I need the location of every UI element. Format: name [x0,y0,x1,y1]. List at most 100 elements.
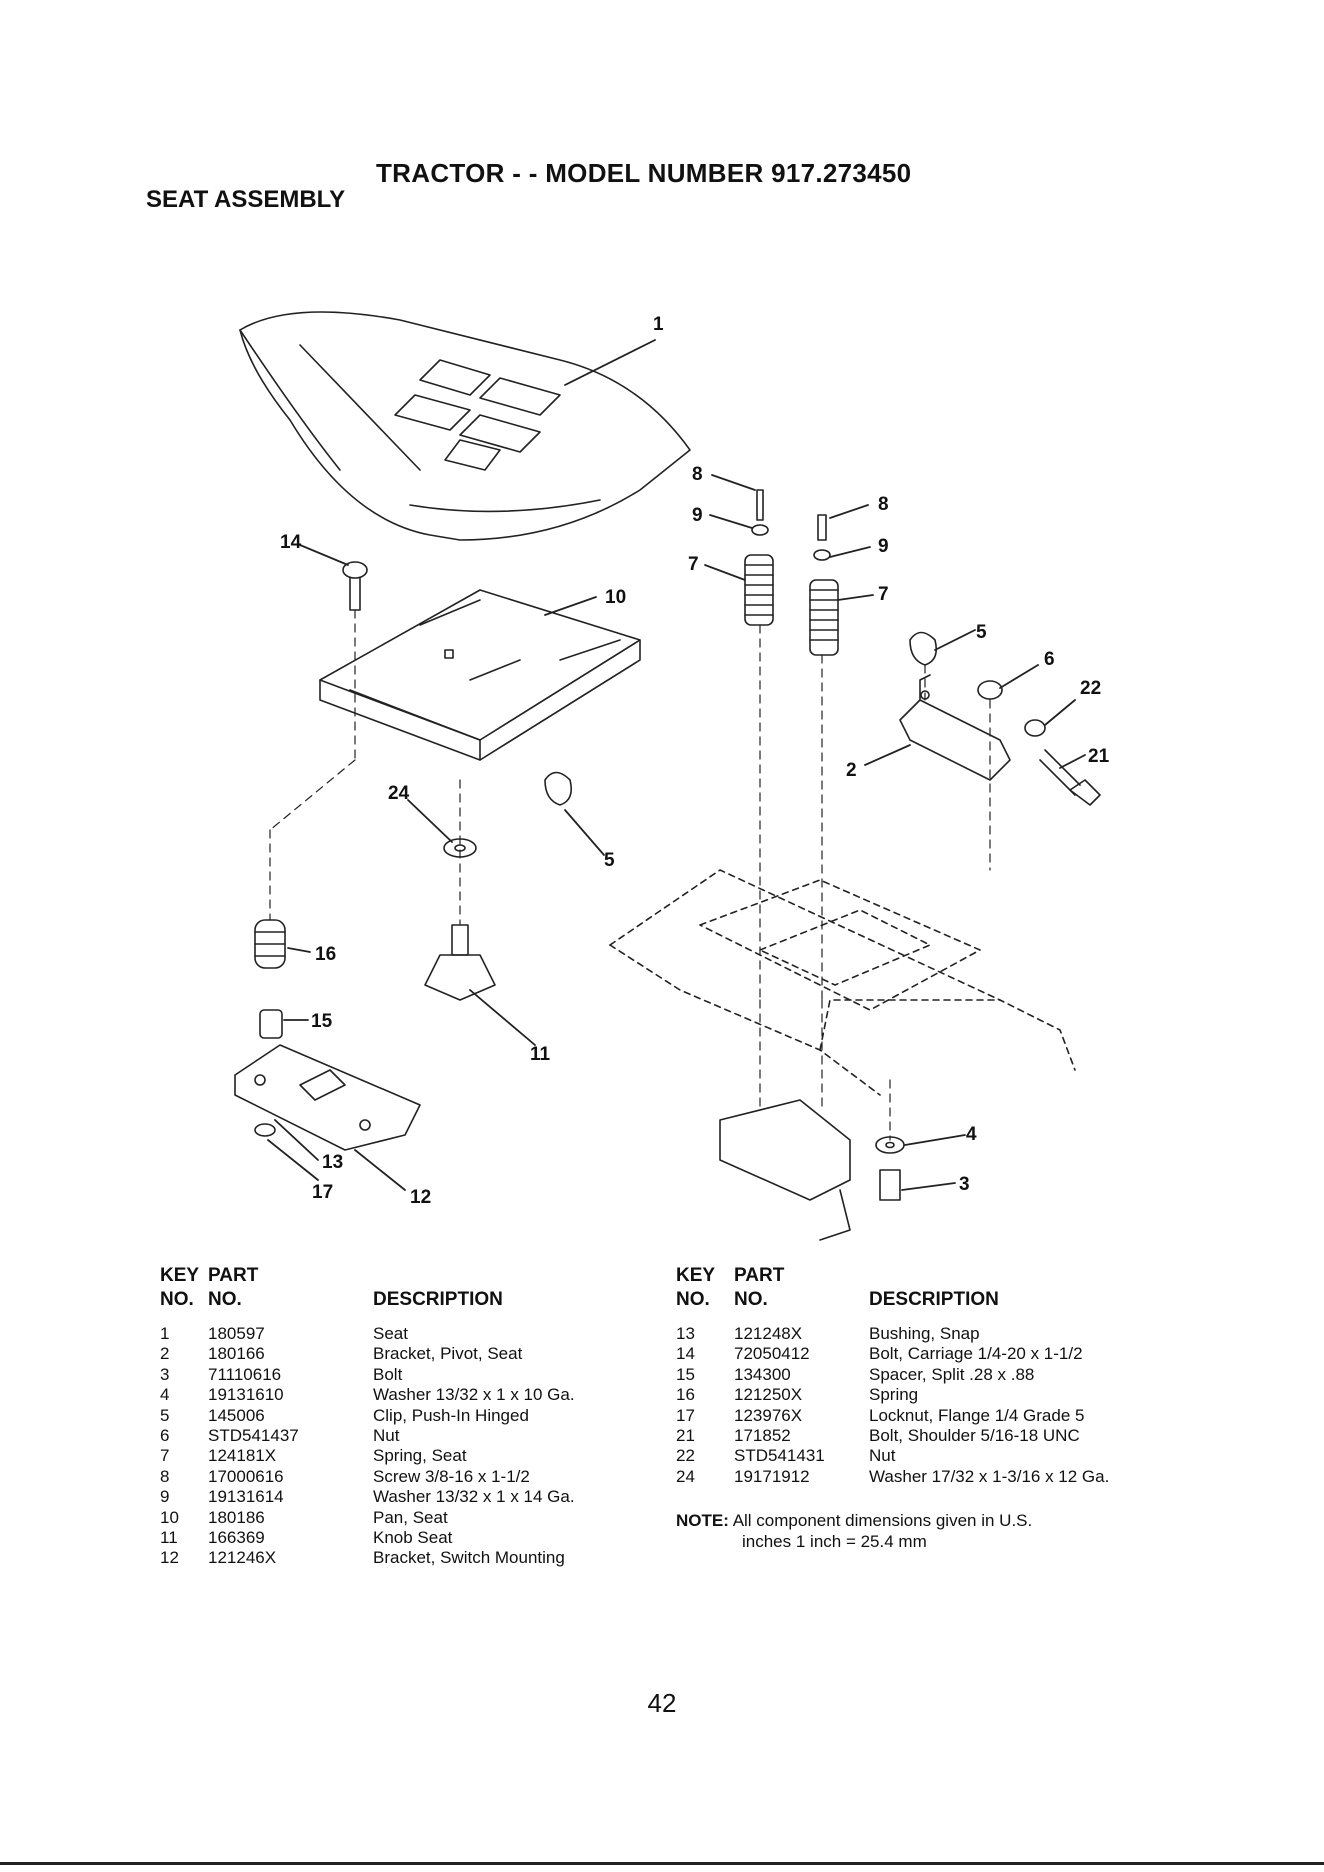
callout-7-right: 7 [878,584,889,605]
callout-13: 13 [322,1152,343,1173]
part-no: 121246X [208,1548,277,1568]
part-no: 124181X [208,1446,277,1466]
exploded-parts-diagram: 1 14 10 8 9 7 8 9 7 5 6 22 21 2 24 5 16 … [234,311,1110,1241]
part-description: Screw 3/8-16 x 1-1/2 [373,1466,530,1486]
callout-16: 16 [315,944,336,965]
part-no: 171852 [734,1425,791,1445]
part-no: 180166 [208,1344,265,1364]
page-title: TRACTOR - - MODEL NUMBER 917.273450 [376,158,912,188]
part-description: Washer 17/32 x 1-3/16 x 12 Ga. [869,1466,1110,1486]
callout-8-right: 8 [878,494,889,515]
key-no: 13 [676,1324,695,1343]
callout-6: 6 [1044,649,1055,670]
key-no: 24 [676,1466,695,1486]
callout-1: 1 [653,314,664,335]
key-no: 7 [160,1446,170,1466]
callout-7-left: 7 [688,554,699,575]
header-key-no: NO. [160,1289,194,1310]
part-description: Clip, Push-In Hinged [373,1405,529,1425]
part-description: Spring [869,1385,919,1405]
part-description: Bolt, Carriage 1/4-20 x 1-1/2 [869,1344,1083,1364]
header-key: KEY [160,1265,200,1286]
seat-springs-drawing [744,489,839,656]
header-description: DESCRIPTION [869,1289,999,1310]
push-in-clip-drawing [544,631,938,806]
carriage-bolt-drawing [342,561,368,611]
header-key: KEY [676,1265,716,1286]
part-no: 71110616 [208,1364,282,1384]
part-no: 121248X [734,1324,803,1343]
callout-5-top: 5 [976,622,987,643]
callout-22: 22 [1080,678,1101,699]
callout-9-left: 9 [692,505,703,526]
callout-9-right: 9 [878,536,889,557]
header-part: PART [734,1265,785,1286]
section-title: SEAT ASSEMBLY [146,186,346,213]
part-no: 134300 [734,1364,791,1384]
key-no: 11 [160,1527,178,1547]
pivot-bracket-drawing [899,674,1011,781]
part-no: STD541431 [734,1446,825,1466]
switch-bracket-drawing [234,1044,421,1151]
part-no: 72050412 [734,1344,810,1364]
assembly-lines-drawing [269,609,991,1141]
callout-15: 15 [311,1011,333,1032]
callout-21: 21 [1088,746,1110,767]
seat-pan-drawing [319,589,641,761]
part-no: 19131610 [208,1385,284,1405]
part-description: Knob Seat [373,1527,453,1547]
bottom-rule [0,1862,1324,1865]
key-no: 8 [160,1466,170,1486]
part-no: 19171912 [734,1466,810,1486]
part-description: Bolt [373,1364,403,1384]
header-part-no: NO. [734,1289,768,1310]
part-no: 180186 [208,1507,265,1527]
part-no: 166369 [208,1527,265,1547]
key-no: 10 [160,1507,179,1527]
page-number: 42 [647,1688,677,1718]
key-no: 17 [676,1405,695,1425]
key-no: 15 [676,1364,695,1384]
header-part-no: NO. [208,1289,242,1310]
part-description: Spacer, Split .28 x .88 [869,1364,1035,1384]
part-no: 17000616 [208,1466,284,1486]
callout-4: 4 [966,1124,977,1145]
callout-5-bottom: 5 [604,850,615,871]
callout-24: 24 [388,783,410,804]
washer-bolt-drawing [875,1136,905,1201]
callout-11: 11 [530,1044,551,1065]
spring-spacer-drawing [254,919,286,1039]
part-no: 121250X [734,1385,803,1405]
part-no: STD541437 [208,1425,299,1445]
key-no: 9 [160,1487,170,1507]
header-description: DESCRIPTION [373,1289,503,1310]
callout-3: 3 [959,1174,970,1195]
part-no: 145006 [208,1405,265,1425]
part-description: Washer 13/32 x 1 x 10 Ga. [373,1385,575,1405]
key-no: 1 [160,1324,170,1343]
part-description: Bushing, Snap [869,1324,980,1343]
diagram-callouts: 1 14 10 8 9 7 8 9 7 5 6 22 21 2 24 5 16 … [280,314,1110,1208]
key-no: 16 [676,1385,695,1405]
dimensions-note: NOTE: All component dimensions given in … [676,1510,1032,1552]
key-no: 2 [160,1344,170,1364]
key-no: 12 [160,1548,179,1568]
callout-14: 14 [280,532,302,553]
key-no: 4 [160,1385,170,1405]
callout-2: 2 [846,760,857,781]
part-description: Bolt, Shoulder 5/16-18 UNC [869,1425,1080,1445]
key-no: 6 [160,1425,170,1445]
nuts-bolt-drawing [977,680,1101,806]
callout-17: 17 [312,1182,333,1203]
leader-lines-drawing [267,339,1086,1191]
part-description: Spring, Seat [373,1446,467,1466]
seat-drawing [239,311,691,541]
callout-8-left: 8 [692,464,703,485]
header-part: PART [208,1265,259,1286]
part-description: Pan, Seat [373,1507,448,1527]
key-no: 5 [160,1405,170,1425]
part-no: 19131614 [208,1487,284,1507]
part-description: Bracket, Pivot, Seat [373,1344,523,1364]
key-no: 14 [676,1344,695,1364]
part-description: Locknut, Flange 1/4 Grade 5 [869,1405,1085,1425]
